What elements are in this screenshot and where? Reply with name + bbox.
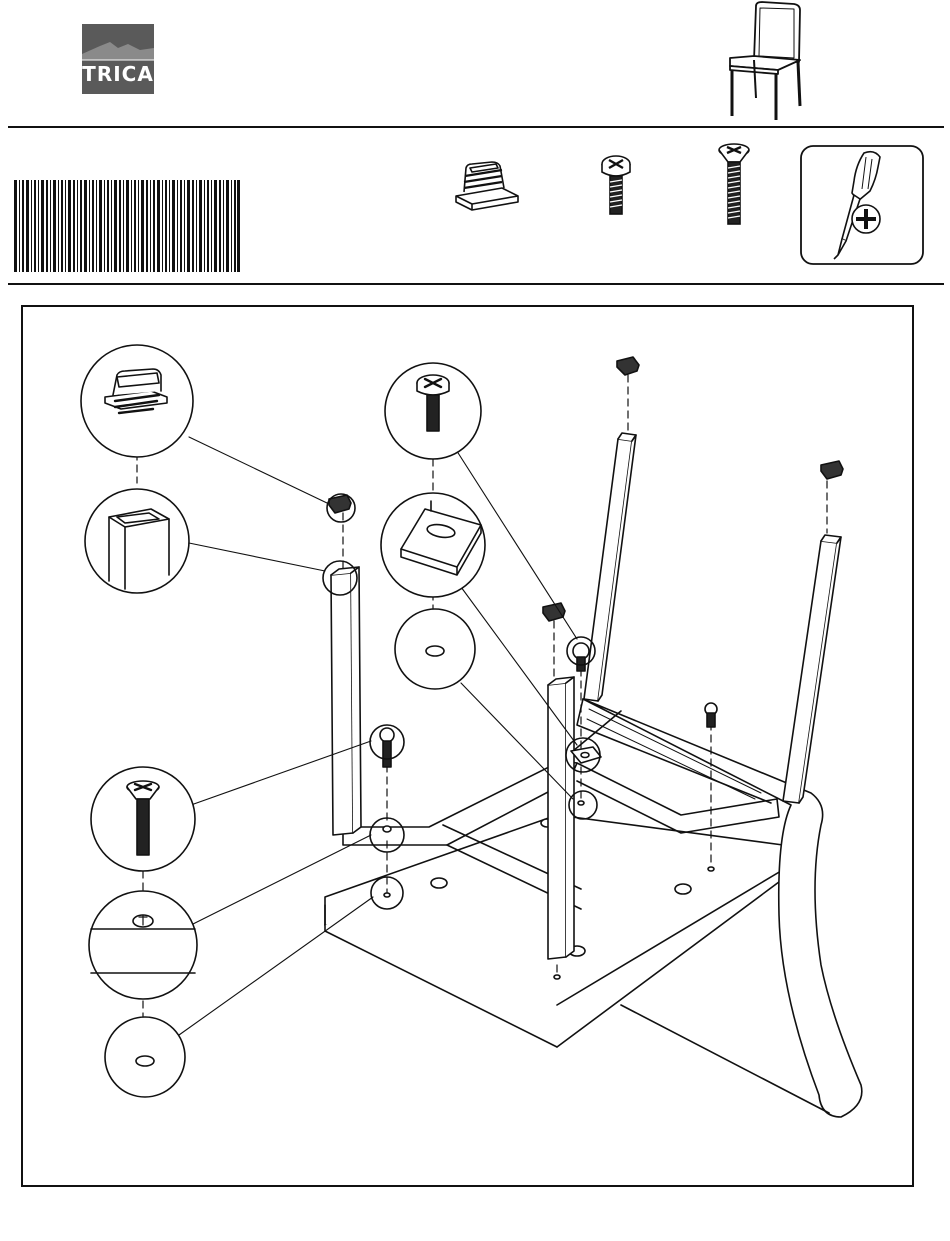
short-screw-icon: [598, 154, 634, 216]
leg-cap-icon: [452, 160, 522, 216]
phillips-screwdriver-icon: [800, 145, 924, 265]
header-divider: [8, 126, 944, 128]
parts-divider: [8, 283, 944, 285]
barcode-icon: [14, 180, 240, 272]
long-screw-icon: [716, 142, 752, 226]
logo-text: TRICA: [82, 62, 154, 86]
assembly-diagram: [21, 305, 914, 1187]
chair-icon: [720, 0, 810, 122]
trica-logo: TRICA: [82, 24, 154, 94]
